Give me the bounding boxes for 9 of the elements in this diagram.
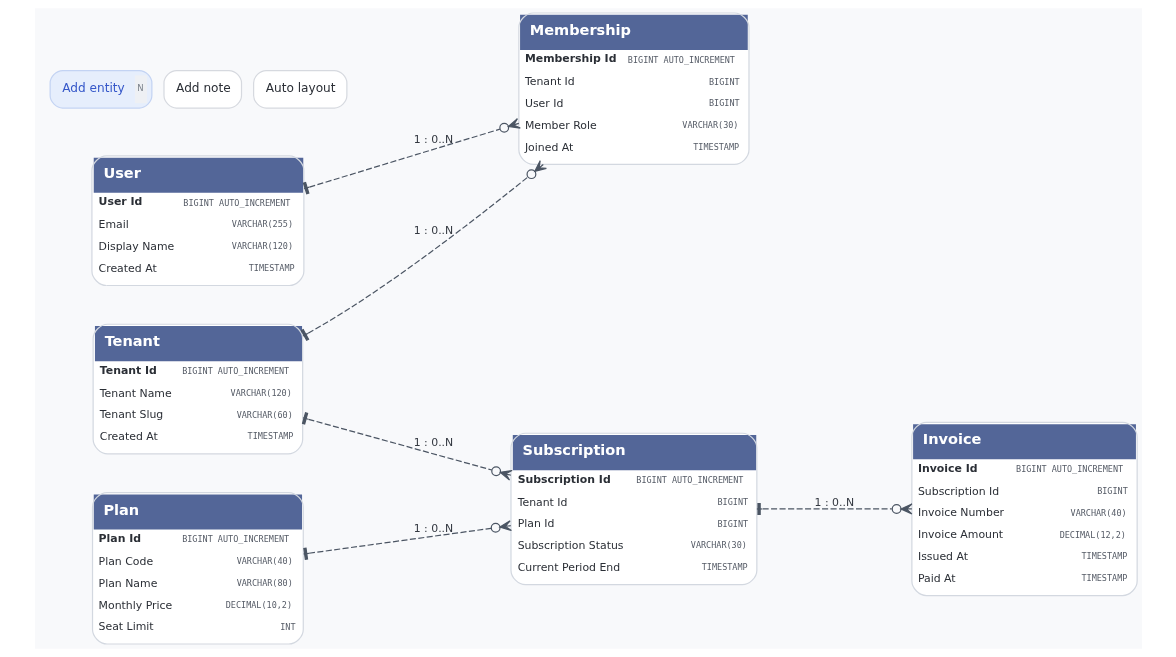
edge-label: 1 : 0..N xyxy=(413,133,453,147)
label: Add entity xyxy=(61,81,125,96)
edge-label: 1 : 0..N xyxy=(413,224,453,238)
label: Add note xyxy=(175,81,231,96)
edge-label: 1 : 0..N xyxy=(413,436,453,450)
edge-label: 1 : 0..N xyxy=(814,495,854,509)
label: Auto layout xyxy=(265,81,335,96)
edge-label: 1 : 0..N xyxy=(413,522,453,536)
label: N xyxy=(136,83,144,94)
